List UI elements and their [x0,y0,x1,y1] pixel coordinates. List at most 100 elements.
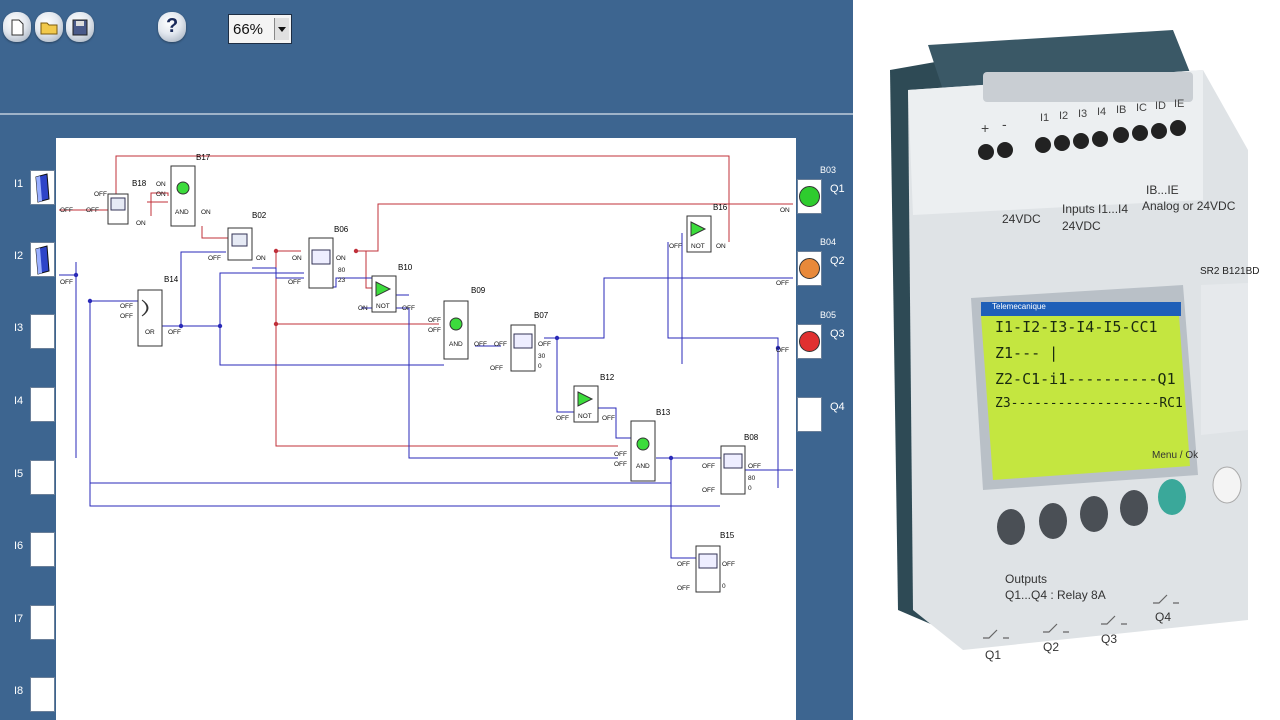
signal-label: OFF [402,305,415,312]
signal-label: ON [336,255,346,262]
relay-label: Q3 [1101,632,1118,646]
input-label: I6 [14,540,24,552]
model-label: SR2 B121BD [1200,266,1260,277]
input-pin[interactable] [30,460,55,495]
signal-label: ON [780,207,790,214]
new-document-button[interactable] [3,12,31,42]
signal-label: OFF [60,207,73,214]
signal-label: ON [292,255,302,262]
terminal-block [983,72,1193,102]
menu-label: Menu / Ok [1152,450,1199,461]
terminal-label: I1 [1040,112,1050,124]
terminal-label: ID [1155,100,1166,112]
block-b14[interactable]: OR B14 OFF OFF OFF [120,275,181,347]
lcd-line: Z2-C1-i1----------Q1 [995,370,1176,388]
output-label: Q4 [830,401,845,413]
terminal-label: IE [1174,98,1185,110]
signal-label: OFF [669,243,682,250]
plc-device-photo [853,0,1280,720]
lcd-line: Z1--- | [995,344,1059,362]
input-pin[interactable] [30,387,55,422]
block-b13[interactable]: AND B13 OFF OFF [614,408,671,482]
switch-icon [35,173,50,203]
terminal-label: IB [1116,104,1127,116]
input-pin[interactable] [30,677,55,712]
signal-label: OFF [94,191,107,198]
zoom-select[interactable]: 66% [228,14,292,44]
block-b10[interactable]: NOT B10 ON OFF [358,263,415,313]
signal-label: OFF [288,279,301,286]
terminal-label: + [981,120,990,136]
block-id: B06 [334,225,349,234]
block-b17[interactable]: AND B17 ON ON ON [156,153,211,227]
block-id: B07 [534,311,549,320]
block-b07[interactable]: B07 OFF OFF OFF 30 0 [490,311,551,372]
lcd-line: Z3-------------------RC1 [995,396,1183,411]
block-id: B18 [132,179,147,188]
input-pin[interactable] [30,532,55,567]
brand-label: Telemecanique [992,302,1046,311]
block-id: B08 [744,433,759,442]
terminal-label: - [1002,116,1007,132]
signal-label: OFF [60,279,73,286]
lcd-screen [981,302,1190,480]
signal-label: OFF [702,487,715,494]
timer-value: 0 [748,485,752,492]
signal-label: ON [136,220,146,227]
terminal-screws [978,120,1186,160]
output-block-id: B05 [820,310,837,320]
toolbar-separator [0,113,853,115]
timer-value: 0 [538,363,542,370]
switch-icon [35,245,50,275]
input-pin[interactable] [30,314,55,349]
gate-label: OR [145,329,155,336]
block-b16[interactable]: NOT B16 OFF ON [669,203,728,253]
block-id: B15 [720,531,735,540]
timer-value: 80 [338,267,346,274]
block-b12[interactable]: NOT B12 OFF OFF [556,373,615,423]
idle-wires [59,233,793,559]
signal-label: OFF [614,461,627,468]
input-pin[interactable] [30,605,55,640]
output-lamp [797,324,822,359]
lamp-icon [799,331,820,352]
lcd-line: I1-I2-I3-I4-I5-CC1 [995,318,1158,336]
block-id: B16 [713,203,728,212]
terminal-label: IC [1136,102,1147,114]
help-button[interactable]: ? [158,12,186,42]
floppy-disk-icon [72,19,88,36]
signal-label: OFF [120,313,133,320]
block-id: B13 [656,408,671,417]
diagram-canvas[interactable]: B18 OFF OFF ON AND B17 ON ON ON B02 OFF [56,138,796,720]
signal-label: OFF [490,365,503,372]
block-b06[interactable]: B06 ON OFF ON 80 23 [288,225,349,289]
input-pin[interactable] [30,242,55,277]
gate-label: NOT [376,303,390,310]
block-id: B02 [252,211,267,220]
output-lamp [797,397,822,432]
block-id: B09 [471,286,486,295]
output-lamp [797,251,822,286]
analog-sub: Analog or 24VDC [1142,199,1236,213]
signal-label: ON [716,243,726,250]
input-label: I3 [14,322,24,334]
new-document-icon [11,19,24,36]
block-b09[interactable]: AND B09 OFF OFF OFF [428,286,487,360]
open-folder-button[interactable] [35,12,63,42]
block-b18[interactable]: B18 OFF OFF ON [86,179,147,227]
inputs-voltage: 24VDC [1062,219,1101,233]
block-b02[interactable]: B02 OFF ON [208,211,267,262]
outputs-spec: Q1...Q4 : Relay 8A [1005,588,1106,602]
terminal-label: I3 [1078,108,1088,120]
output-label: Q2 [830,255,845,267]
save-button[interactable] [66,12,94,42]
signal-label: OFF [428,327,441,334]
block-b15[interactable]: B15 OFF OFF OFF 0 [677,531,735,593]
gate-label: AND [636,463,650,470]
input-label: I5 [14,468,24,480]
block-b08[interactable]: B08 OFF OFF OFF 80 0 [702,433,761,495]
input-pin[interactable] [30,170,55,205]
zoom-value: 66% [233,21,264,38]
relay-label: Q2 [1043,640,1060,654]
chevron-down-icon[interactable] [274,18,289,40]
